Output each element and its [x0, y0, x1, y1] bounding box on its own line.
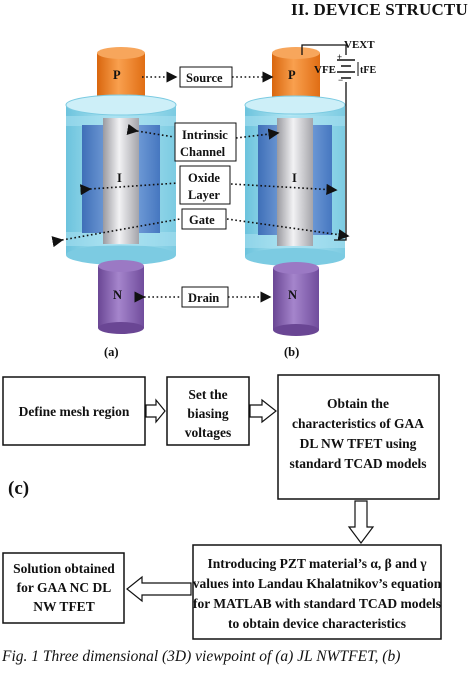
- oxide-label-l1: Oxide: [188, 171, 220, 185]
- figure-caption: Fig. 1 Three dimensional (3D) viewpoint …: [2, 648, 401, 665]
- v-ext-label: VEXT: [344, 39, 375, 51]
- step3-text-l2: characteristics of GAA: [292, 416, 424, 431]
- drain-cylinder-b: [273, 262, 319, 336]
- i-label-b: I: [292, 171, 297, 185]
- panel-c-label: (c): [8, 478, 29, 499]
- step5-text-l1: Solution obtained: [13, 561, 115, 576]
- flow-arrow-3: [347, 500, 375, 544]
- leader-lines: [51, 71, 350, 303]
- source-cylinder-b: [272, 47, 320, 103]
- plus-sign: +: [337, 52, 342, 62]
- step2-text-l1: Set the: [188, 387, 227, 402]
- step5-text-l3: NW TFET: [33, 599, 94, 614]
- n-label-a: N: [113, 288, 122, 302]
- flow-step-obtain-characteristics: [277, 374, 440, 500]
- device-b: P I N: [244, 47, 346, 336]
- p-label-b: P: [288, 68, 296, 82]
- i-label-a: I: [117, 171, 122, 185]
- v-fe-label: VFE: [314, 64, 336, 76]
- flow-step-introducing-pzt: [192, 544, 442, 640]
- step1-text: Define mesh region: [19, 404, 130, 419]
- p-label-a: P: [113, 68, 121, 82]
- flow-step-set-bias: [166, 376, 250, 446]
- flow-step-define-mesh: [2, 376, 146, 446]
- gate-label: Gate: [189, 213, 215, 227]
- oxide-layer-box: [179, 165, 231, 205]
- step2-text-l2: biasing: [187, 406, 229, 421]
- step4-text-l2: values into Landau Khalatnikov’s equatio…: [193, 576, 442, 591]
- flow-step-solution: [2, 552, 125, 624]
- flow-arrow-1: [145, 398, 166, 424]
- intrinsic-channel-box: [174, 122, 237, 162]
- step3-text-l3: DL NW TFET using: [300, 436, 417, 451]
- core-a: [103, 118, 139, 244]
- panel-a-label: (a): [104, 345, 119, 359]
- gate-label-box: [181, 208, 227, 230]
- step4-text-l1: Introducing PZT material’s α, β and γ: [207, 556, 427, 571]
- flow-arrow-2: [249, 398, 277, 424]
- intrinsic-label-l2: Channel: [180, 145, 226, 159]
- intrinsic-label-l1: Intrinsic: [182, 128, 228, 142]
- flowchart-text: Define mesh region Set the biasing volta…: [13, 387, 442, 631]
- minus-sign: −: [338, 75, 343, 85]
- t-fe-label: tFE: [360, 65, 376, 76]
- step2-text-l3: voltages: [185, 425, 232, 440]
- step3-text-l4: standard TCAD models: [289, 456, 426, 471]
- step3-text-l1: Obtain the: [327, 396, 389, 411]
- step4-text-l4: to obtain device characteristics: [228, 616, 406, 631]
- panel-b-label: (b): [284, 345, 299, 359]
- fe-circuit: VEXT VFE tFE + −: [301, 39, 376, 241]
- section-heading: II. DEVICE STRUCTU: [291, 0, 468, 19]
- drain-label: Drain: [188, 291, 219, 305]
- core-b: [277, 118, 313, 246]
- step5-text-l2: for GAA NC DL: [17, 580, 112, 595]
- oxide-label-l2: Layer: [188, 188, 220, 202]
- n-label-b: N: [288, 288, 297, 302]
- step4-text-l3: for MATLAB with standard TCAD models: [193, 596, 441, 611]
- flow-arrow-4: [126, 575, 192, 603]
- center-labels: Source Intrinsic Channel Oxide Layer Gat…: [174, 66, 237, 308]
- flowchart: [2, 374, 442, 640]
- device-a: P I N: [65, 47, 177, 334]
- source-label: Source: [186, 71, 223, 85]
